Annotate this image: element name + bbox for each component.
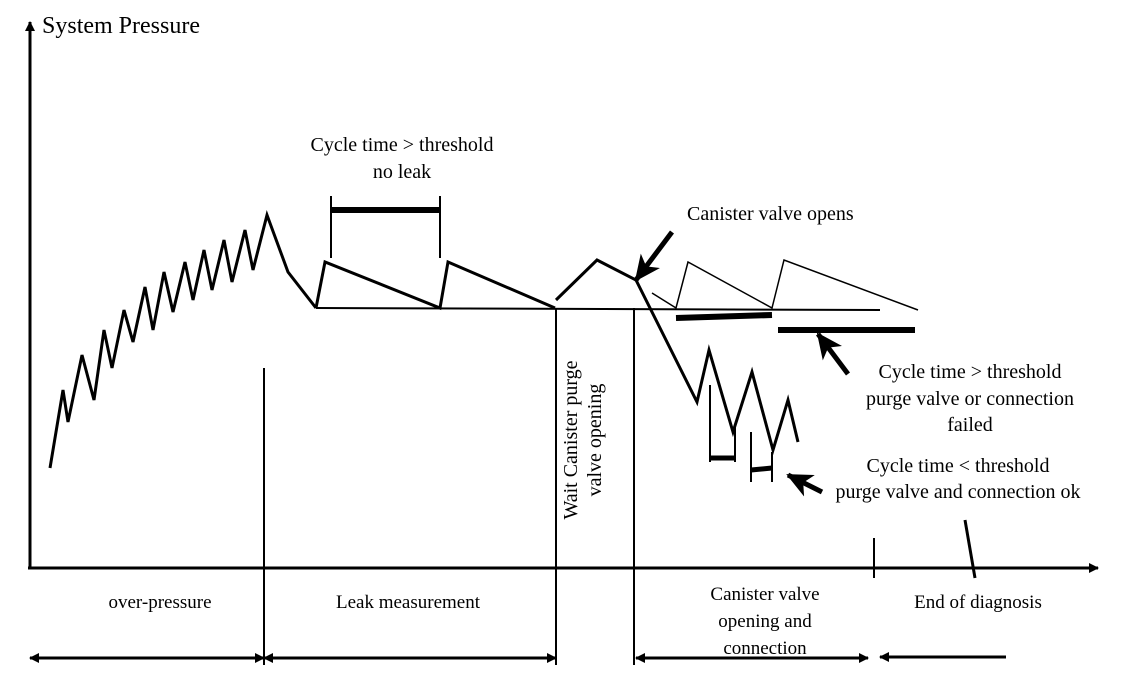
baseline (315, 307, 881, 311)
phase-label-canister-line-3: connection (723, 638, 807, 659)
no-leak-label-line-1: Cycle time > threshold (311, 134, 494, 156)
failed-cycle-bar-1 (675, 312, 773, 321)
phase-label-end-of-diagnosis: End of diagnosis (914, 592, 1042, 613)
ok-curve (634, 279, 800, 456)
wait-canister-label: Wait Canister purge valve opening (560, 360, 606, 519)
purge-failed-label-line-3: failed (947, 414, 993, 436)
leak-measurement-curve (314, 259, 556, 311)
phase-divider-5 (963, 519, 977, 579)
canister-opens-arrow (634, 230, 674, 282)
purge-ok-label-line-2: purge valve and connection ok (835, 481, 1080, 503)
canister-wait-curve (554, 258, 637, 302)
wait-canister-label-line-2: valve opening (584, 384, 606, 497)
phase-label-canister-line-1: Canister valve (710, 584, 819, 605)
y-axis-title: System Pressure (42, 13, 200, 39)
wait-canister-label-line-1: Wait Canister purge (560, 360, 582, 519)
ok-arrow (786, 472, 824, 497)
phase-label-canister-line-2: opening and (718, 611, 812, 632)
failed-curve (651, 259, 919, 311)
failed-arrow (816, 332, 850, 376)
canister-opens-label: Canister valve opens (687, 203, 854, 225)
over-pressure-curve (48, 209, 318, 469)
phase-label-leak-measurement: Leak measurement (336, 592, 481, 613)
no-leak-label-line-2: no leak (373, 161, 431, 183)
purge-failed-label-line-1: Cycle time > threshold (879, 361, 1062, 383)
purge-failed-label-line-2: purge valve or connection (866, 388, 1074, 410)
ok-cycle-bar-2 (750, 465, 773, 473)
purge-ok-label-line-1: Cycle time < threshold (867, 455, 1050, 477)
phase-label-over-pressure: over-pressure (108, 592, 211, 613)
